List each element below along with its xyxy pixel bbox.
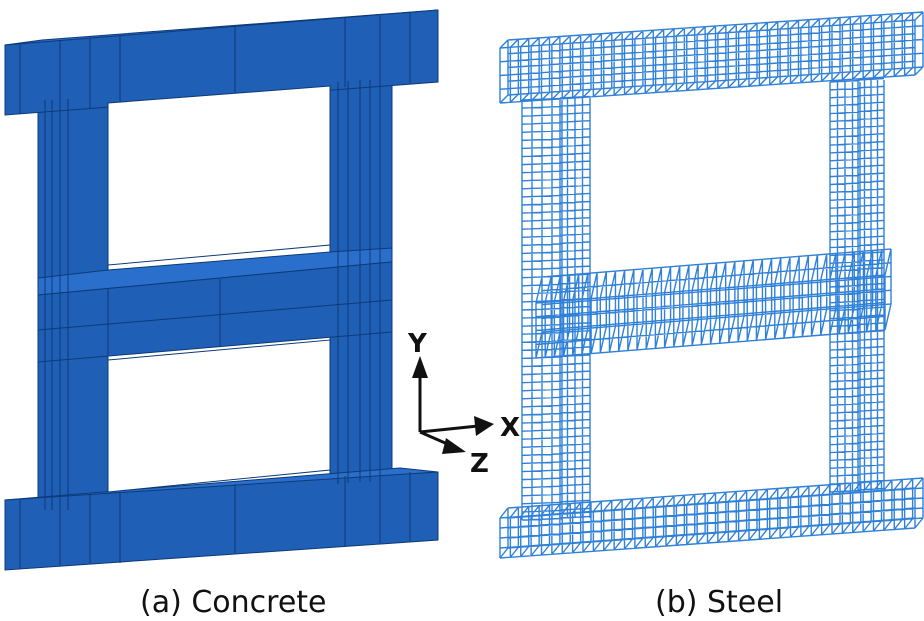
steel-rebar-lines (499, 11, 924, 559)
caption-concrete: (a) Concrete (140, 585, 327, 620)
concrete-middle-beam-front (37, 261, 393, 363)
caption-steel: (b) Steel (655, 585, 784, 620)
concrete-upper-opening (107, 85, 331, 266)
steel-mesh (499, 11, 924, 559)
y-axis-arrowhead (412, 356, 428, 378)
x-axis-label: X (500, 413, 520, 443)
steel-reinforcement-model (499, 11, 924, 559)
z-axis-label: Z (470, 449, 489, 479)
concrete-lower-opening (107, 339, 331, 493)
z-axis-arrowhead (442, 438, 466, 454)
concrete-model (4, 9, 439, 571)
concrete-mesh-lines (19, 12, 411, 569)
concrete-bottom-beam-front (4, 471, 439, 571)
x-axis-line (419, 424, 479, 434)
x-axis-arrowhead (474, 416, 494, 436)
y-axis-label: Y (407, 329, 428, 359)
axis-triad (412, 356, 494, 454)
